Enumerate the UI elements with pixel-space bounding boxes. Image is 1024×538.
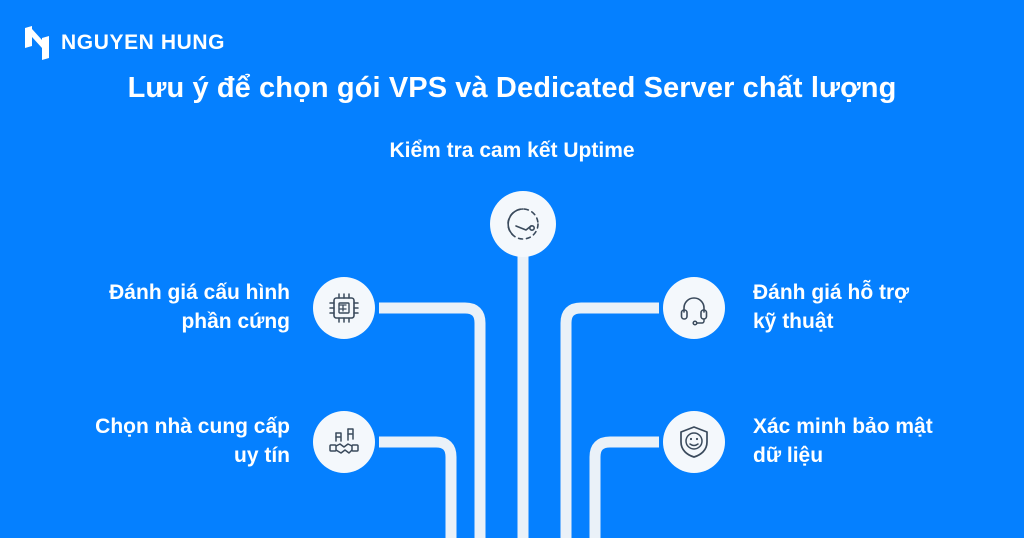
node-hardware[interactable] [313, 277, 375, 339]
label-support: Đánh giá hỗ trợ kỹ thuật [753, 279, 1003, 336]
nguyen-hung-logo-mark-icon [25, 26, 49, 60]
handshake-icon [329, 428, 359, 454]
headset-icon [680, 297, 708, 326]
label-security: Xác minh bảo mật dữ liệu [753, 413, 1003, 470]
connector-support [560, 302, 659, 538]
connector-hardware [379, 302, 486, 538]
label-hardware-line1: Đánh giá cấu hình [109, 281, 290, 304]
label-provider-line1: Chọn nhà cung cấp [95, 415, 290, 438]
label-security-line2: dữ liệu [753, 443, 824, 467]
cpu-chip-icon [329, 293, 359, 323]
label-provider: Chọn nhà cung cấp uy tín [40, 413, 290, 470]
label-support-line1: Đánh giá hỗ trợ [753, 281, 910, 304]
node-provider[interactable] [313, 411, 375, 473]
label-support-line2: kỹ thuật [753, 309, 834, 333]
brand-name: NGUYEN HUNG [61, 31, 226, 54]
label-provider-line2: uy tín [234, 443, 290, 467]
label-hardware: Đánh giá cấu hình phần cứng [40, 279, 290, 336]
page-title: Lưu ý để chọn gói VPS và Dedicated Serve… [127, 72, 897, 104]
brand-logo: NGUYEN HUNG [24, 26, 225, 60]
node-security[interactable] [663, 411, 725, 473]
connector-provider [379, 436, 457, 538]
center-node-label: Kiểm tra cam kết Uptime [389, 139, 635, 162]
node-support[interactable] [663, 277, 725, 339]
label-security-line1: Xác minh bảo mật [753, 415, 933, 438]
gauge-speedometer-icon [507, 208, 539, 240]
connector-security [589, 436, 659, 538]
label-hardware-line2: phần cứng [181, 309, 290, 333]
shield-face-icon [680, 426, 708, 458]
node-uptime[interactable] [490, 191, 556, 257]
